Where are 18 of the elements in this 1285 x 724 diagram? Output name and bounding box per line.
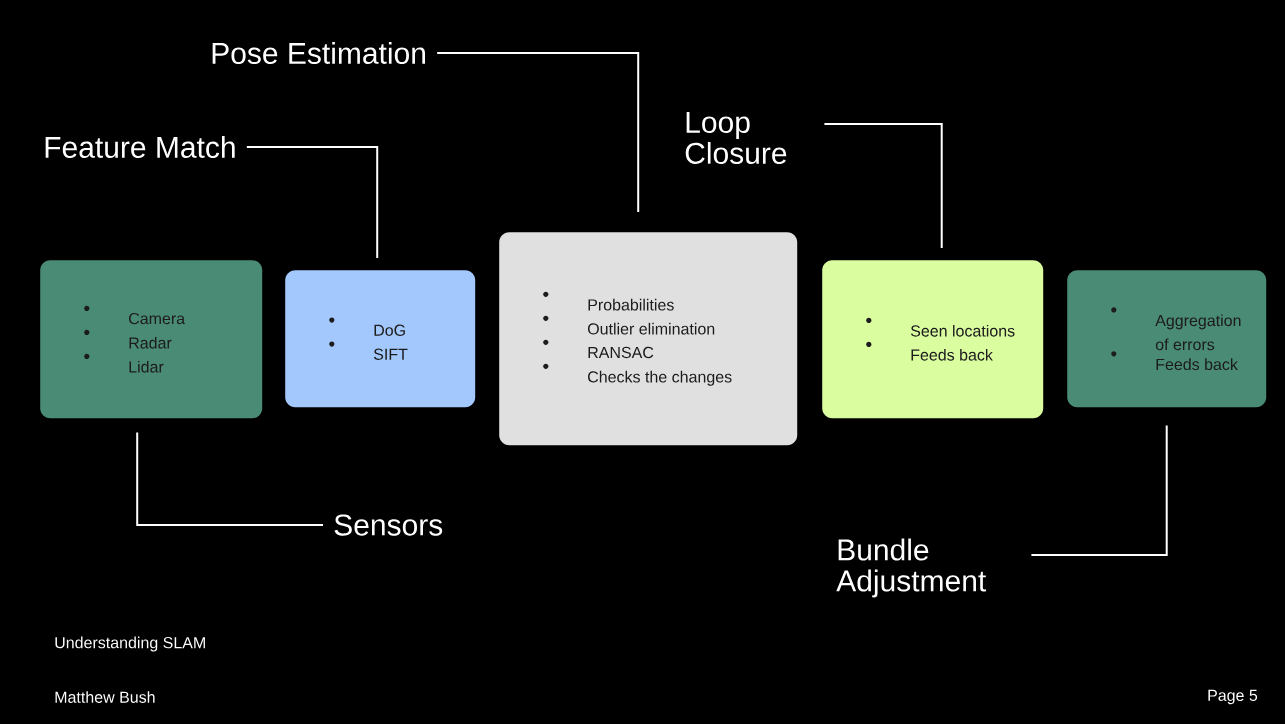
footer-text: Understanding SLAM [55,636,205,652]
bullet-list-box: Seen locations Feeds back [822,260,1044,419]
leader-line [823,123,943,249]
leader-line [436,52,640,213]
footer-text: Matthew Bush [55,691,155,703]
bullet-list-box: Aggregation of errors Feeds back [1067,270,1267,408]
leader-line [245,146,379,259]
step-heading: Feature Match [45,136,235,159]
bullet-list-box: Camera Radar Lidar [40,260,263,419]
bullet-list-box: Probabilities Outlier elimination RANSAC Checks the changes [499,232,798,446]
step-heading: Pose Estimation [212,42,425,65]
leader-line [1030,424,1168,556]
leader-line [136,431,324,526]
page-number: Page 5 [1208,689,1258,705]
step-heading: Bundle Adjustment [836,538,987,598]
step-heading: Loop Closure [685,112,787,164]
bullet-list-box: DoG SIFT [285,270,476,408]
step-heading: Sensors [334,514,443,536]
